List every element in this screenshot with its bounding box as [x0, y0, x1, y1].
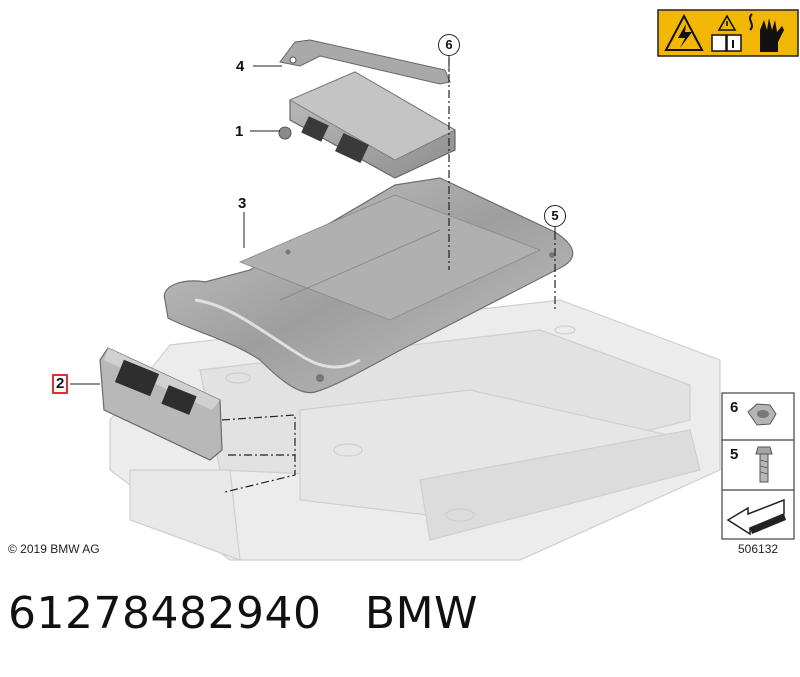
brand-name: BMW — [364, 588, 479, 639]
callout-2-highlighted: 2 — [52, 374, 69, 394]
copyright-notice: © 2019 BMW AG — [8, 542, 100, 556]
callout-3: 3 — [238, 195, 247, 212]
callout-6: 6 — [438, 34, 460, 56]
slide-arrow-icon — [726, 498, 786, 536]
bolt-icon — [755, 446, 773, 483]
connector-module-part — [99, 347, 223, 461]
legend-item-nut-label: 6 — [730, 399, 739, 416]
callout-5: 5 — [544, 205, 566, 227]
read-manual-icon — [711, 14, 742, 52]
high-voltage-warning-icon — [664, 13, 704, 51]
cover-plate-part — [163, 177, 574, 394]
hardware-legend — [721, 392, 795, 540]
assembly-dash-lines — [221, 58, 556, 493]
bracket-part — [279, 39, 451, 85]
leader-lines — [70, 56, 556, 385]
safety-warning-labels — [657, 9, 799, 57]
hex-nut-icon — [747, 403, 777, 426]
part-number: 61278482940 — [8, 588, 322, 639]
legend-item-bolt-label: 5 — [730, 446, 739, 463]
callout-1: 1 — [235, 123, 244, 140]
protective-glove-icon — [749, 13, 784, 52]
diagram-number: 506132 — [738, 542, 779, 556]
callout-4: 4 — [236, 58, 245, 75]
part-caption: 61278482940 BMW — [8, 588, 478, 639]
control-unit-part — [278, 71, 456, 179]
